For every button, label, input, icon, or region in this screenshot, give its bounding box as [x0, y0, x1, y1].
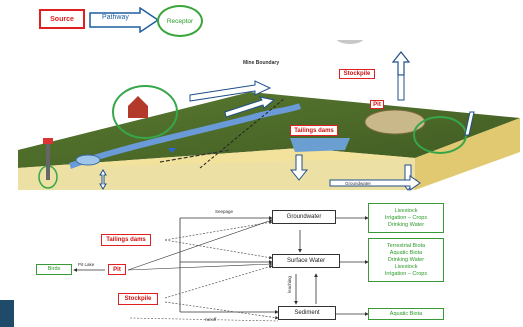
legend-source: Source [39, 9, 85, 29]
node-sediment: Sediment [278, 306, 336, 320]
arrow-seepage [189, 80, 272, 102]
mine-boundary-label: Mine Boundary [243, 60, 280, 66]
arrow-slope [464, 111, 475, 136]
receptors-sediment: Aquatic Biota [368, 308, 444, 320]
corner-accent [0, 300, 14, 327]
arrow-bidir [99, 169, 107, 190]
leaching-label: leaching [286, 276, 292, 293]
node-groundwater: Groundwater [272, 210, 336, 224]
landscape-diagram [18, 40, 520, 191]
landscape-pit: Pit [370, 100, 384, 109]
legend-pathway-label: Pathway [102, 14, 129, 21]
node-birds: Birds [36, 264, 72, 275]
river [68, 103, 302, 169]
tailings-pond [290, 138, 350, 152]
arrow-groundwater [329, 175, 421, 191]
arrow-down-1 [289, 154, 309, 181]
legend-receptor-label: Receptor [166, 17, 194, 25]
soil-front-lower [18, 158, 415, 190]
pit [364, 109, 426, 135]
arrow-up-1 [391, 51, 411, 76]
mine-boundary-line [199, 97, 286, 169]
landscape-tailings-dam: Tailings dams [290, 125, 338, 136]
flow-lines [73, 216, 369, 322]
pond [75, 154, 101, 166]
arrow-runoff [224, 96, 276, 118]
soil-side [415, 118, 520, 190]
seepage-label: Seepage [215, 209, 234, 214]
runoff-label: runoff [205, 317, 217, 322]
receptors-surface-water: Terrestrial Biota Aquatic Biota Drinking… [368, 238, 444, 282]
farm-receptor [112, 85, 178, 139]
landscape-groundwater-label: Groundwater [345, 181, 372, 186]
barn [128, 96, 148, 118]
rain-cloud [336, 40, 364, 44]
legend-source-label: Source [50, 15, 74, 23]
receptors-groundwater: Livestock Irrigation – Crops Drinking Wa… [368, 203, 444, 233]
node-pit: Pit [108, 264, 126, 275]
node-surface-water: Surface Water [272, 254, 340, 268]
legend-pathway-arrow [89, 7, 160, 33]
pit-lake-label: Pit Lake [78, 262, 95, 267]
node-stockpile: Stockpile [118, 293, 158, 305]
node-tailings-dams: Tailings dams [101, 234, 151, 246]
landscape-stockpile: Stockpile [339, 69, 375, 79]
legend-receptor: Receptor [157, 5, 203, 37]
